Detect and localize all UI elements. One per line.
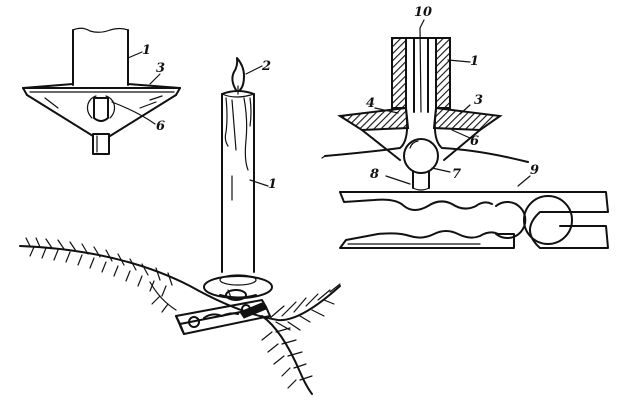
clothespin [175, 289, 271, 335]
candle-stub [72, 27, 129, 86]
label-4: 4 [366, 96, 376, 111]
wire-and-ball [321, 109, 529, 191]
candle-assembly [19, 57, 341, 395]
label-10: 10 [414, 5, 433, 20]
label-1-left: 1 [142, 43, 152, 58]
fir-branch [19, 237, 341, 395]
cup-base [203, 274, 273, 299]
label-7: 7 [452, 167, 462, 182]
label-8: 8 [370, 167, 380, 182]
flame [231, 57, 263, 95]
holder-perspective-view [22, 27, 181, 155]
label-9: 9 [530, 163, 540, 178]
clothespin-section [339, 175, 609, 249]
conical-cup [22, 83, 181, 137]
candle [221, 90, 269, 273]
label-6-left: 6 [156, 119, 166, 134]
candle-section [391, 19, 471, 113]
label-2: 2 [262, 59, 272, 74]
label-6-right: 6 [470, 134, 480, 149]
label-3-right: 3 [474, 93, 484, 108]
label-3-left: 3 [156, 61, 166, 76]
cross-section-view [321, 19, 609, 249]
label-1-center: 1 [268, 177, 278, 192]
label-1-right: 1 [470, 54, 480, 69]
clip-tongue [86, 95, 116, 155]
cup-section [337, 104, 503, 161]
